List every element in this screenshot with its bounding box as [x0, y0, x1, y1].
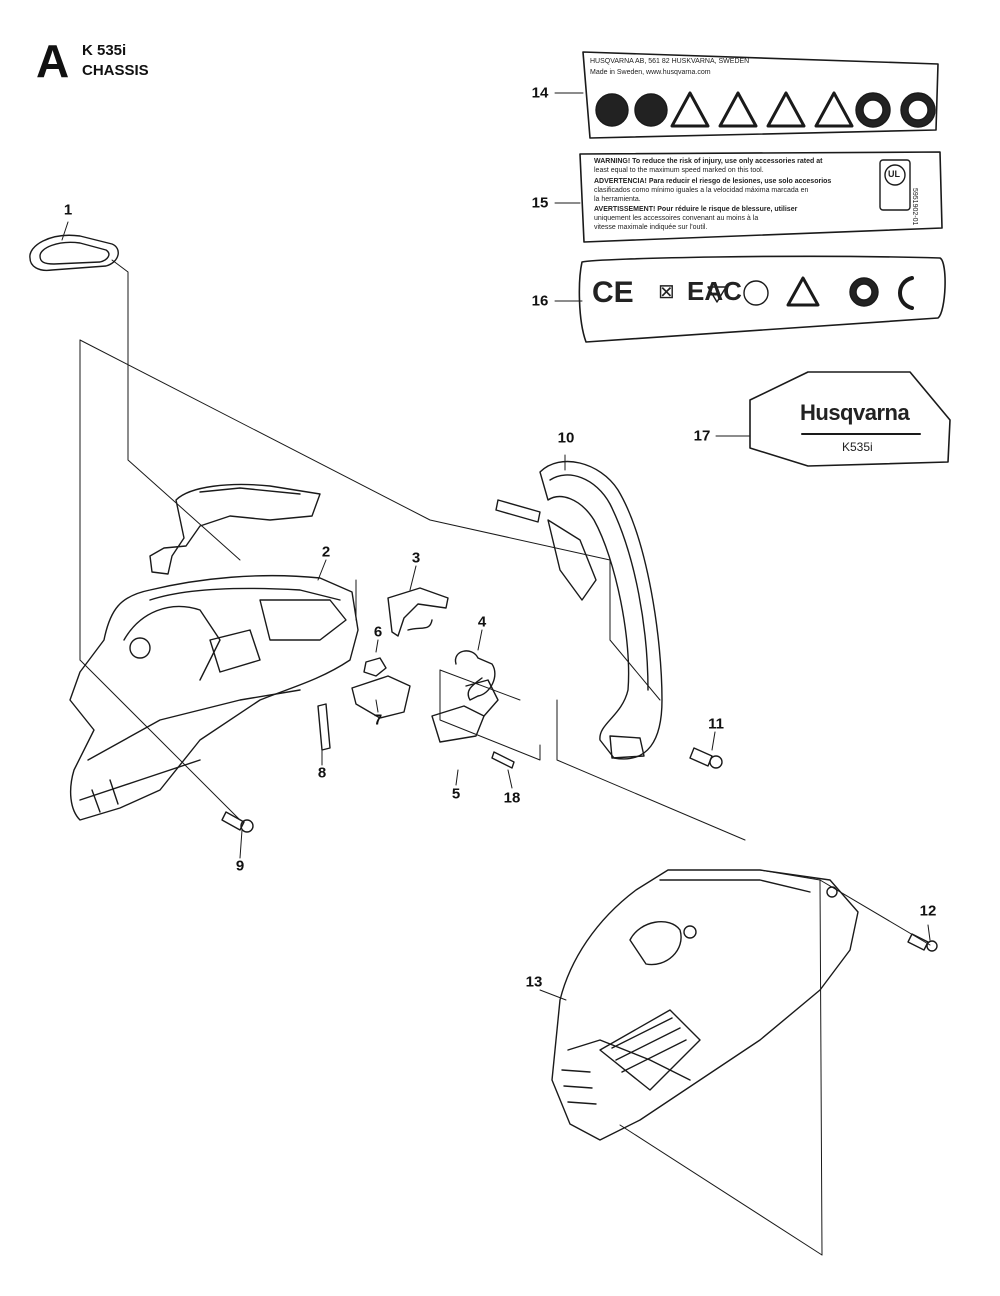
part-7-bracket — [351, 675, 411, 719]
decal-15-en-1: WARNING! To reduce the risk of injury, u… — [594, 158, 823, 165]
decal-15-fr-3: vitesse maximale indiquée sur l'outil. — [594, 224, 708, 231]
callout-18: 18 — [503, 789, 521, 807]
decal-15-es-2: clasificados como mínimo iguales a la ve… — [594, 187, 809, 194]
decal-15-es-3: la herramienta. — [594, 196, 641, 203]
callout-7: 7 — [373, 711, 383, 729]
decal-15-outline — [579, 151, 943, 243]
decal-17-model: K535i — [842, 440, 873, 454]
callout-11: 11 — [708, 715, 724, 733]
callout-15: 15 — [531, 194, 549, 212]
section-letter: A — [36, 35, 70, 87]
section-title: CHASSIS — [82, 62, 149, 79]
callout-16: 16 — [531, 292, 549, 310]
callout-9: 9 — [235, 857, 245, 875]
model-name: K 535i — [82, 42, 127, 59]
part-6-nut — [363, 657, 387, 677]
decal-16-eac-mark: EAC — [687, 276, 742, 306]
part-5-trigger — [431, 679, 499, 743]
part-11-bolt — [689, 747, 723, 769]
callout-3: 3 — [411, 549, 421, 567]
decal-15-fr-1: AVERTISSEMENT! Pour réduire le risque de… — [594, 206, 798, 213]
callout-17: 17 — [693, 427, 711, 445]
callout-8: 8 — [317, 764, 327, 782]
part-9-bolt — [221, 811, 254, 833]
decal-15-es-1: ADVERTENCIA! Para reducir el riesgo de l… — [594, 178, 832, 185]
decal-16-outline — [578, 255, 946, 343]
part-18-pin — [491, 751, 515, 769]
callout-6: 6 — [373, 623, 383, 641]
callout-14: 14 — [531, 84, 549, 102]
decal-16-weee-icon: ⊠ — [658, 281, 675, 303]
callout-12: 12 — [919, 902, 937, 920]
decal-17-brand: Husqvarna — [800, 400, 910, 425]
part-1-gasket — [29, 234, 119, 272]
decal-14-address: HUSQVARNA AB, 561 82 HUSKVARNA, SWEDEN — [590, 58, 750, 65]
callout-13: 13 — [525, 973, 543, 991]
decal-15-ul-mark: UL — [888, 169, 900, 179]
part-12-bolt — [907, 933, 938, 952]
part-4-spring — [454, 650, 496, 701]
callout-4: 4 — [477, 613, 487, 631]
callout-1: 1 — [63, 201, 73, 219]
part-3-lever — [387, 587, 449, 637]
part-13-cover — [551, 869, 859, 1141]
leader-lines — [61, 92, 931, 1256]
decal-17-outline — [749, 371, 951, 467]
decal-14-origin: Made in Sweden, www.husqvarna.com — [590, 69, 711, 76]
decal-15-fr-2: uniquement les accessoires convenant au … — [594, 215, 759, 222]
part-8-pin — [317, 703, 331, 751]
part-10-front-handle — [495, 460, 663, 760]
decal-15-part-code: 5951902-01 — [911, 188, 918, 226]
decal-14-outline — [582, 51, 939, 139]
part-2-chassis — [69, 574, 359, 821]
callout-10: 10 — [557, 429, 575, 447]
callout-2: 2 — [321, 543, 331, 561]
decal-15-en-2: least equal to the maximum speed marked … — [594, 167, 764, 174]
decal-16-ce-mark: CE — [592, 276, 634, 309]
part-2-top-cover — [149, 483, 321, 575]
callout-5: 5 — [451, 785, 461, 803]
